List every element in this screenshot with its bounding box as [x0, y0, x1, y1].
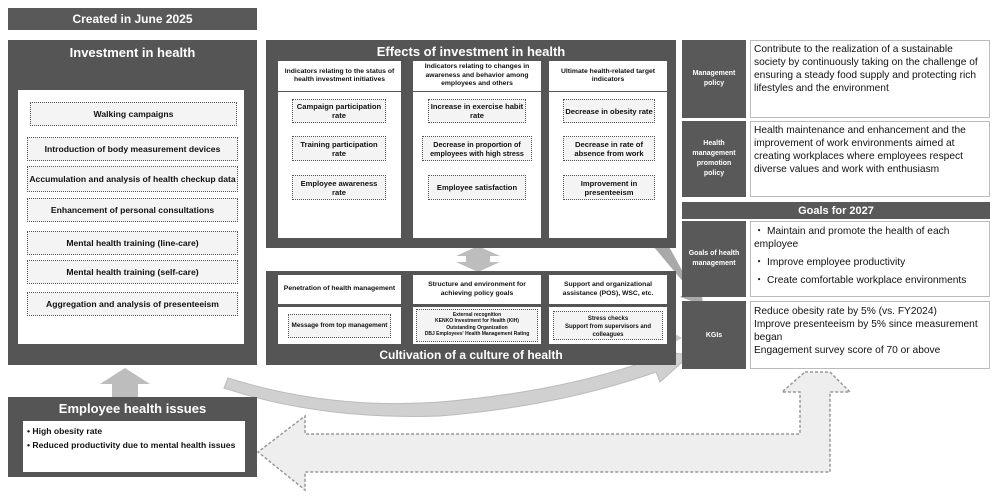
culture-line: KENKO Investment for Health (KIH): [435, 318, 519, 325]
goal-item: ・ Create comfortable workplace environme…: [754, 275, 967, 286]
effects-item: Employee awareness rate: [292, 175, 386, 200]
culture-line: DBJ Employees' Health Management Rating: [424, 331, 530, 338]
issue-item: • Reduced productivity due to mental hea…: [27, 440, 236, 450]
issue-item: • High obesity rate: [27, 426, 103, 436]
effects-column-header-text: Ultimate health-related target indicator…: [560, 67, 656, 84]
culture-line: Support from supervisors and colleagues: [564, 324, 651, 338]
goal-item: ・ Maintain and promote the health of eac…: [754, 226, 950, 250]
effects-column-header-text: Indicators relating to the status of hea…: [284, 67, 395, 84]
effects-item: Decrease in obesity rate: [563, 99, 655, 123]
culture-column-header: Structure and environment for achieving …: [413, 275, 541, 304]
effects-title: Effects of investment in health: [376, 43, 566, 59]
culture-title: Cultivation of a culture of health: [379, 347, 563, 362]
effects-item: Improvement in presenteeism: [563, 175, 655, 200]
created-date-banner: Created in June 2025: [8, 8, 257, 30]
effects-item: Employee satisfaction: [428, 175, 526, 200]
investment-item: Enhancement of personal consultations: [27, 198, 238, 222]
investment-item: Accumulation and analysis of health chec…: [27, 166, 238, 192]
management-policy-label: Management policy: [682, 40, 746, 118]
promotion-policy-label: Health management promotion policy: [682, 121, 746, 197]
double-arrow: [456, 246, 500, 272]
culture-column-header: Support and organizational assistance (P…: [549, 275, 667, 304]
effects-item: Decrease in rate of absence from work: [563, 136, 655, 161]
issues-list: • High obesity rate • Reduced productivi…: [23, 421, 245, 472]
culture-line: Outstanding Organization: [446, 324, 508, 331]
promotion-policy-text: Health maintenance and enhancement and t…: [750, 121, 990, 197]
culture-item: Message from top management: [288, 314, 391, 338]
goals-label: Goals of health management: [682, 221, 746, 297]
investment-item: Mental health training (self-care): [27, 260, 238, 284]
kgi-item: Engagement survey score of 70 or above: [754, 345, 941, 356]
goals-list: ・ Maintain and promote the health of eac…: [750, 221, 990, 297]
investment-item: Aggregation and analysis of presenteeism: [27, 292, 238, 316]
goal-item: ・ Improve employee productivity: [754, 257, 906, 268]
investment-item: Introduction of body measurement devices: [27, 137, 238, 161]
effects-column-header-text: Indicators relating to changes in awaren…: [424, 63, 530, 88]
effects-column-header: [413, 61, 541, 91]
investment-title: Investment in health: [69, 44, 196, 60]
return-arrow: [256, 371, 852, 492]
culture-line: Stress checks: [587, 316, 629, 322]
effects-item: Increase in exercise habit rate: [428, 99, 526, 123]
culture-item: External recognition KENKO Investment fo…: [416, 309, 538, 342]
culture-line: External recognition: [452, 312, 502, 318]
kgi-item: Reduce obesity rate by 5% (vs. FY2024): [754, 306, 937, 317]
management-policy-text: Contribute to the realization of a susta…: [750, 40, 990, 118]
issues-title: Employee health issues: [58, 400, 207, 416]
effects-item: Decrease in proportion of employees with…: [422, 136, 532, 161]
curved-flow-arrow: [223, 349, 692, 417]
effects-item: Campaign participation rate: [292, 99, 386, 123]
kgi-label: KGIs: [682, 301, 746, 369]
up-arrow: [100, 368, 150, 400]
effects-column-header: [278, 61, 401, 91]
culture-column-header: Penetration of health management: [278, 275, 401, 304]
effects-column-header: [549, 61, 667, 91]
investment-item: Walking campaigns: [30, 102, 237, 126]
culture-item: Stress checks Support from supervisors a…: [553, 311, 663, 340]
kgi-item: Improve presenteeism by 5% since measure…: [754, 319, 978, 343]
investment-item: Mental health training (line-care): [27, 231, 238, 255]
goals-title: Goals for 2027: [682, 202, 990, 219]
effects-item: Training participation rate: [292, 136, 386, 161]
kgi-list: Reduce obesity rate by 5% (vs. FY2024) I…: [750, 301, 990, 369]
